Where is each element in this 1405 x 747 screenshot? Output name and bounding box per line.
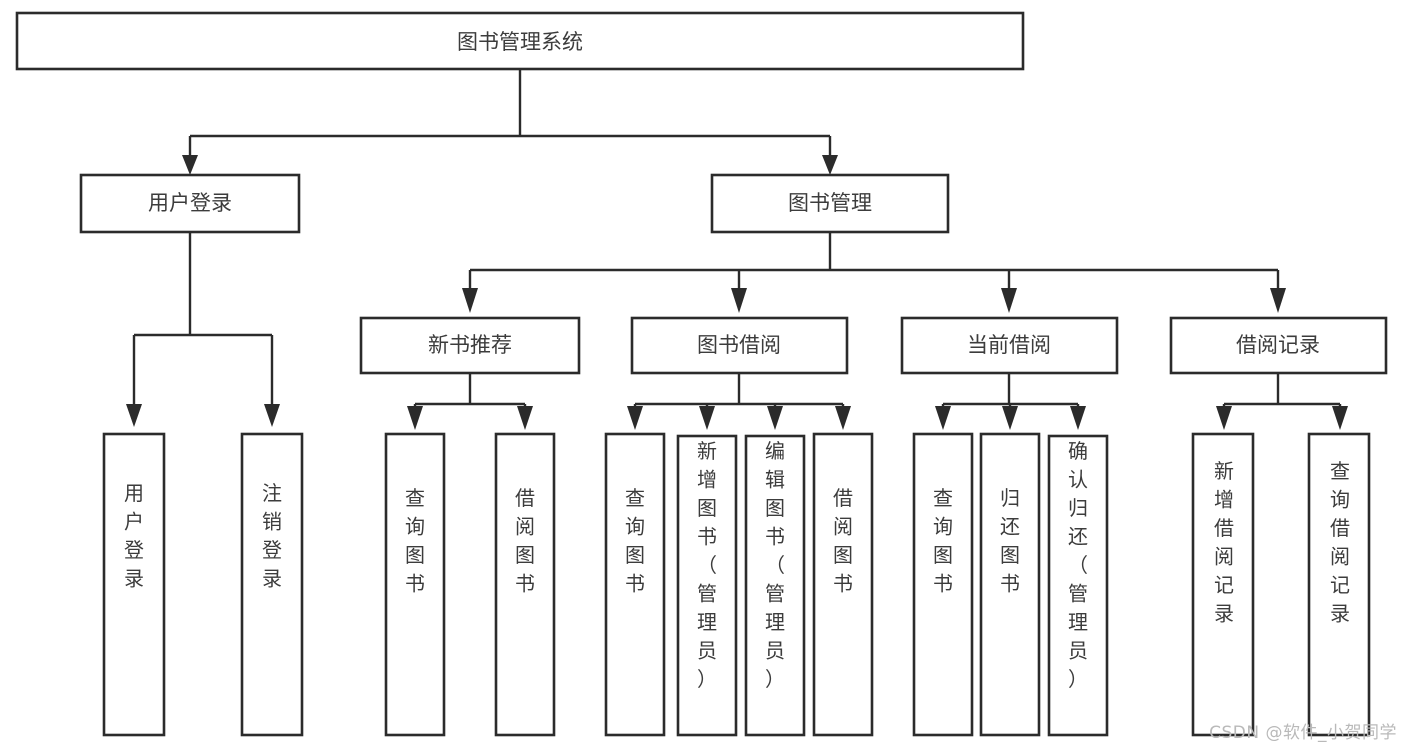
arrow-nbr-to-leaf-1 [407,406,423,430]
node-leaf-query-book-3-box[interactable] [912,432,974,737]
csdn-watermark: CSDN @软件_小贺同学 [1209,723,1397,743]
node-book-borrow-box[interactable] [630,316,849,375]
arrow-user-login-to-leaf-2 [264,404,280,427]
arrow-bm-to-new-book-recommend [462,288,478,313]
node-leaf-return-book[interactable]: 归还图书 [979,432,1041,737]
arrow-bb-to-leaf-3 [767,406,783,430]
connectors [126,69,1348,430]
arrow-cb-to-leaf-3 [1070,406,1086,430]
arrow-nbr-to-leaf-2 [517,406,533,430]
node-leaf-borrow-book-2[interactable]: 借阅图书 [812,432,874,737]
node-current-borrow-box[interactable] [900,316,1119,375]
node-book-borrow[interactable]: 图书借阅 [630,316,849,375]
node-leaf-add-borrow-record-box[interactable] [1191,432,1255,737]
arrow-user-login-to-leaf-1 [126,404,142,427]
node-leaf-borrow-book-1-label: 借阅图书 [515,486,535,596]
node-leaf-query-book-2[interactable]: 查询图书 [604,432,666,737]
node-leaf-query-borrow-record[interactable]: 查询借阅记录 [1307,432,1371,737]
node-leaf-query-book-3-label: 查询图书 [933,486,953,596]
node-leaf-query-borrow-record-box[interactable] [1307,432,1371,737]
node-book-management[interactable]: 图书管理 [710,173,950,234]
arrow-bb-to-leaf-2 [699,406,715,430]
arrow-cb-to-leaf-2 [1002,406,1018,430]
node-leaf-query-book-1[interactable]: 查询图书 [384,432,446,737]
arrow-bm-to-borrow-record [1270,288,1286,313]
node-leaf-query-book-2-label: 查询图书 [625,486,645,596]
arrow-root-to-book-management [822,155,838,175]
node-root-label: 图书管理系统 [457,30,583,54]
node-current-borrow-label: 当前借阅 [967,333,1051,357]
node-book-borrow-label: 图书借阅 [697,333,781,357]
node-leaf-query-book-3[interactable]: 查询图书 [912,432,974,737]
node-leaf-confirm-return-admin-label: 确认归还（管理员） [1068,439,1088,691]
arrow-cb-to-leaf-1 [935,406,951,430]
node-leaf-user-login-box[interactable] [102,432,166,737]
node-leaf-borrow-book-1[interactable]: 借阅图书 [494,432,556,737]
node-leaf-add-borrow-record-label: 新增借阅记录 [1214,459,1234,626]
node-leaf-query-borrow-record-label: 查询借阅记录 [1330,459,1350,626]
node-leaf-user-login-label: 用户登录 [124,481,144,591]
node-user-login-label: 用户登录 [148,191,232,215]
node-leaf-add-book-admin-label: 新增图书（管理员） [697,439,717,691]
node-leaf-borrow-book-1-box[interactable] [494,432,556,737]
arrow-br-to-leaf-1 [1216,406,1232,430]
node-new-book-recommend-label: 新书推荐 [428,333,512,357]
node-leaf-edit-book-admin[interactable]: 编辑图书（管理员） [744,434,806,737]
node-borrow-record-box[interactable] [1169,316,1388,375]
node-leaf-return-book-label: 归还图书 [1000,486,1020,596]
node-leaf-query-book-1-label: 查询图书 [405,486,425,596]
node-borrow-record[interactable]: 借阅记录 [1169,316,1388,375]
node-leaf-borrow-book-2-box[interactable] [812,432,874,737]
node-leaf-edit-book-admin-box[interactable] [744,434,806,737]
node-book-management-box[interactable] [710,173,950,234]
node-new-book-recommend-box[interactable] [359,316,581,375]
arrow-bb-to-leaf-4 [835,406,851,430]
node-book-management-label: 图书管理 [788,191,872,215]
node-leaf-query-book-2-box[interactable] [604,432,666,737]
node-leaf-logout-login-label: 注销登录 [262,481,282,591]
node-new-book-recommend[interactable]: 新书推荐 [359,316,581,375]
node-leaf-logout-login-box[interactable] [240,432,304,737]
arrow-bb-to-leaf-1 [627,406,643,430]
arrow-bm-to-book-borrow [731,288,747,313]
node-leaf-query-book-1-box[interactable] [384,432,446,737]
node-leaf-user-login[interactable]: 用户登录 [102,432,166,737]
arrow-br-to-leaf-2 [1332,406,1348,430]
node-leaf-logout-login[interactable]: 注销登录 [240,432,304,737]
node-leaf-borrow-book-2-label: 借阅图书 [833,486,853,596]
node-root-box[interactable] [15,11,1025,71]
node-leaf-return-book-box[interactable] [979,432,1041,737]
node-user-login[interactable]: 用户登录 [79,173,301,234]
node-leaf-add-book-admin[interactable]: 新增图书（管理员） [676,434,738,737]
node-leaf-confirm-return-admin[interactable]: 确认归还（管理员） [1047,434,1109,737]
node-current-borrow[interactable]: 当前借阅 [900,316,1119,375]
node-leaf-confirm-return-admin-box[interactable] [1047,434,1109,737]
node-leaf-add-book-admin-box[interactable] [676,434,738,737]
node-leaf-edit-book-admin-label: 编辑图书（管理员） [765,439,785,691]
arrow-root-to-user-login [182,155,198,175]
arrow-bm-to-current-borrow [1001,288,1017,313]
node-borrow-record-label: 借阅记录 [1236,333,1320,357]
node-user-login-box[interactable] [79,173,301,234]
node-leaf-add-borrow-record[interactable]: 新增借阅记录 [1191,432,1255,737]
node-root[interactable]: 图书管理系统 [15,11,1025,71]
